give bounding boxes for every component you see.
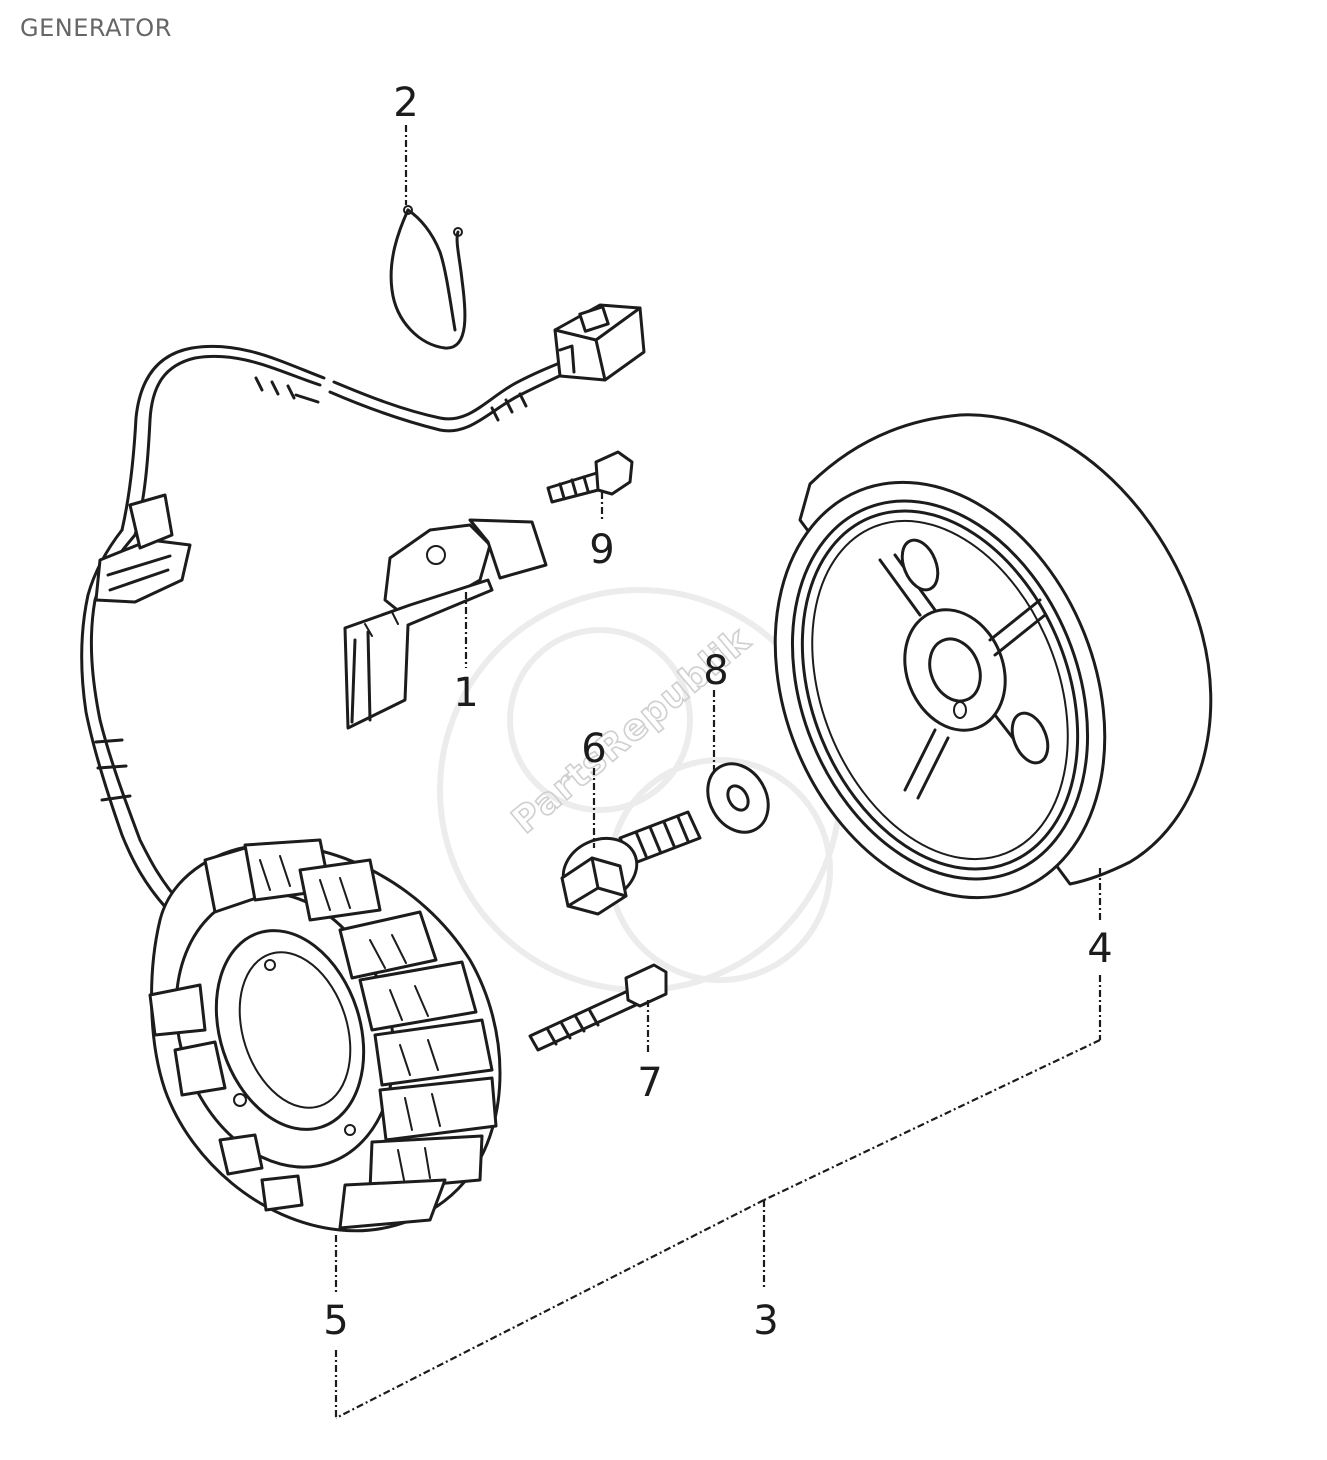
wire-connector (553, 303, 646, 382)
callout-2: 2 (393, 80, 418, 126)
callout-7: 7 (637, 1060, 662, 1106)
callout-1: 1 (453, 670, 478, 716)
callout-numbers: 2 9 1 8 6 7 4 5 3 (323, 80, 1112, 1344)
callout-3: 3 (753, 1298, 778, 1344)
part-8-washer (706, 762, 770, 834)
part-4-flywheel (773, 413, 1213, 900)
part-5-stator (148, 838, 502, 1233)
callout-5: 5 (323, 1298, 348, 1344)
part-6-flange-bolt (560, 810, 702, 916)
part-1-bracket (343, 518, 548, 730)
callout-8: 8 (703, 648, 728, 694)
callout-6: 6 (581, 726, 606, 772)
callout-9: 9 (589, 527, 614, 573)
part-7-long-bolt (528, 963, 668, 1052)
callout-4: 4 (1087, 926, 1112, 972)
part-9-small-bolt (546, 450, 634, 504)
part-2-wire-clip (389, 205, 467, 350)
leader-lines (334, 125, 1102, 1419)
diagram-title: GENERATOR (20, 14, 172, 42)
wire-harness (80, 344, 570, 912)
